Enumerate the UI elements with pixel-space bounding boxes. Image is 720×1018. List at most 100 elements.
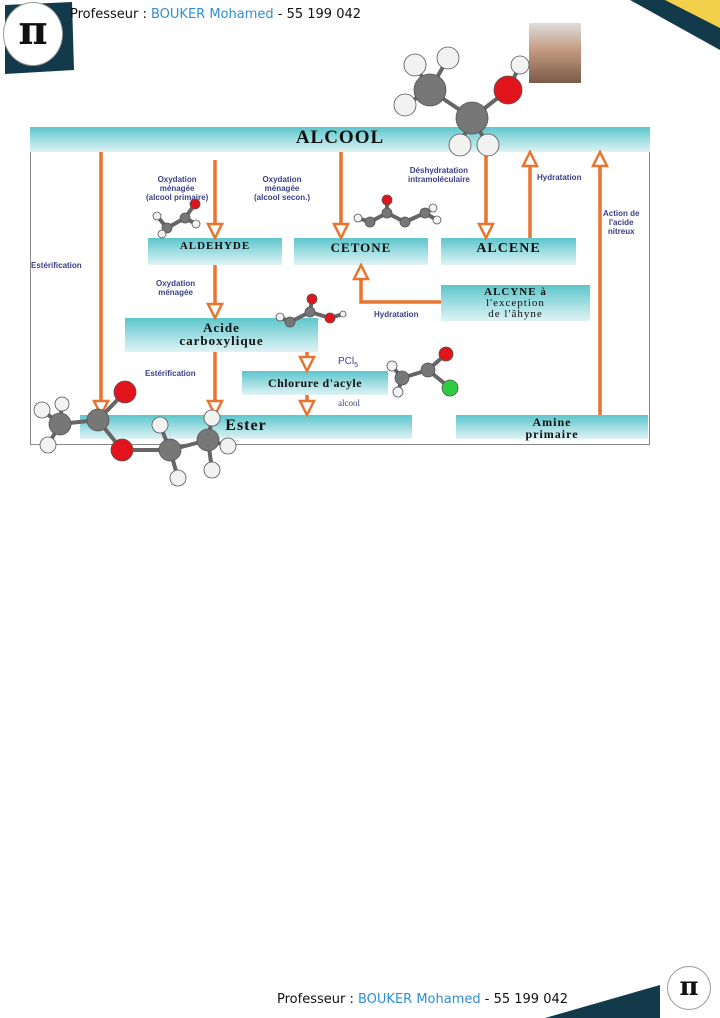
atom-h	[39, 436, 57, 454]
acide-line-1: Acide	[203, 320, 240, 335]
box-ester: Ester	[80, 415, 412, 439]
atom-h	[392, 386, 404, 398]
atom-c	[419, 207, 431, 219]
atom-h	[448, 133, 472, 157]
header-professor: Professeur : BOUKER Mohamed - 55 199 042	[70, 7, 361, 22]
atom-h	[275, 312, 285, 322]
footer-phone: - 55 199 042	[480, 992, 569, 1007]
atom-h	[203, 409, 221, 427]
arrow-head	[476, 222, 496, 241]
atom-c	[420, 362, 436, 378]
alcyne-line-1: ALCYNE à	[484, 286, 547, 298]
school-logo: π	[3, 2, 63, 66]
atom-o	[438, 346, 454, 362]
atom-c	[284, 316, 296, 328]
atom-o	[113, 380, 137, 404]
footer-prefix: Professeur :	[277, 992, 358, 1007]
arrow-head	[590, 149, 610, 168]
footer-professor: Professeur : BOUKER Mohamed - 55 199 042	[277, 992, 568, 1007]
atom-c	[86, 408, 110, 432]
atom-c	[455, 101, 489, 135]
atom-c	[179, 212, 191, 224]
arrow-head	[351, 262, 371, 281]
atom-cl	[441, 379, 459, 397]
corner-dark-bottom	[545, 985, 660, 1018]
atom-h	[33, 401, 51, 419]
arrow-head	[205, 302, 225, 321]
teacher-photo	[529, 23, 581, 83]
ethanol-molecule	[393, 46, 530, 157]
atom-h	[152, 211, 162, 221]
atom-c	[196, 428, 220, 452]
atom-o	[324, 312, 336, 324]
atom-o	[306, 293, 318, 305]
acide-line-2: carboxylique	[179, 333, 264, 348]
box-alcool: ALCOOL	[30, 127, 650, 152]
corner-yellow-top	[665, 0, 720, 28]
header-prefix: Professeur :	[70, 7, 151, 22]
label-esterification-left: Estérification	[31, 261, 82, 270]
atom-o	[189, 198, 201, 210]
atom-h	[403, 53, 427, 77]
acide-molecule	[275, 293, 347, 328]
box-alcyne: ALCYNE à l'exception de l'âhyne	[441, 285, 590, 321]
atom-h	[436, 46, 460, 70]
label-esterification: Estérification	[145, 369, 196, 378]
cetone-molecule	[353, 194, 442, 228]
atom-h	[169, 469, 187, 487]
atom-c	[381, 207, 393, 219]
atom-c	[364, 216, 376, 228]
amine-line-2: primaire	[525, 427, 579, 441]
atom-h	[219, 437, 237, 455]
atom-h	[339, 310, 347, 318]
atom-h	[428, 203, 438, 213]
label-alcool: alcool	[338, 398, 360, 408]
box-amine-primaire: Amine primaire	[456, 415, 648, 441]
atom-c	[304, 306, 316, 318]
atom-h	[191, 219, 201, 229]
box-cetone: CETONE	[294, 238, 428, 265]
arrow-head	[205, 222, 225, 241]
atom-c	[394, 370, 410, 386]
label-hydratation-alcyne: Hydratation	[374, 310, 419, 319]
arrow-head	[520, 149, 540, 168]
atom-c	[48, 412, 72, 436]
arrow-alcyne-to-cetone	[359, 278, 441, 304]
aldehyde-molecule	[152, 198, 201, 239]
atom-o	[381, 194, 393, 206]
atom-h	[386, 360, 398, 372]
footer-logo: π	[667, 966, 711, 1010]
label-hydratation: Hydratation	[537, 173, 582, 182]
diagram-frame	[30, 127, 650, 445]
box-aldehyde: ALDEHYDE	[148, 238, 282, 265]
footer-name: BOUKER Mohamed	[357, 992, 481, 1007]
box-alcene: ALCENE	[441, 238, 576, 265]
arrow-head	[91, 399, 111, 418]
arrow-head	[205, 399, 225, 418]
atom-h	[203, 461, 221, 479]
atom-o	[493, 75, 523, 105]
atom-h	[510, 55, 530, 75]
header-name: BOUKER Mohamed	[150, 7, 274, 22]
atom-h	[54, 396, 70, 412]
atom-h	[353, 213, 363, 223]
atom-c	[158, 438, 182, 462]
atom-h	[393, 93, 417, 117]
atom-h	[476, 133, 500, 157]
box-chlorure-acyle: Chlorure d'acyle	[242, 371, 388, 395]
atom-c	[413, 73, 447, 107]
ester-molecule	[33, 380, 237, 487]
arrow-head	[331, 222, 351, 241]
atom-h	[432, 215, 442, 225]
chlorure-acyle-molecule	[386, 346, 459, 398]
atom-h	[151, 416, 169, 434]
arrow-head	[297, 355, 317, 374]
label-pcl5: PCl5	[338, 356, 359, 369]
